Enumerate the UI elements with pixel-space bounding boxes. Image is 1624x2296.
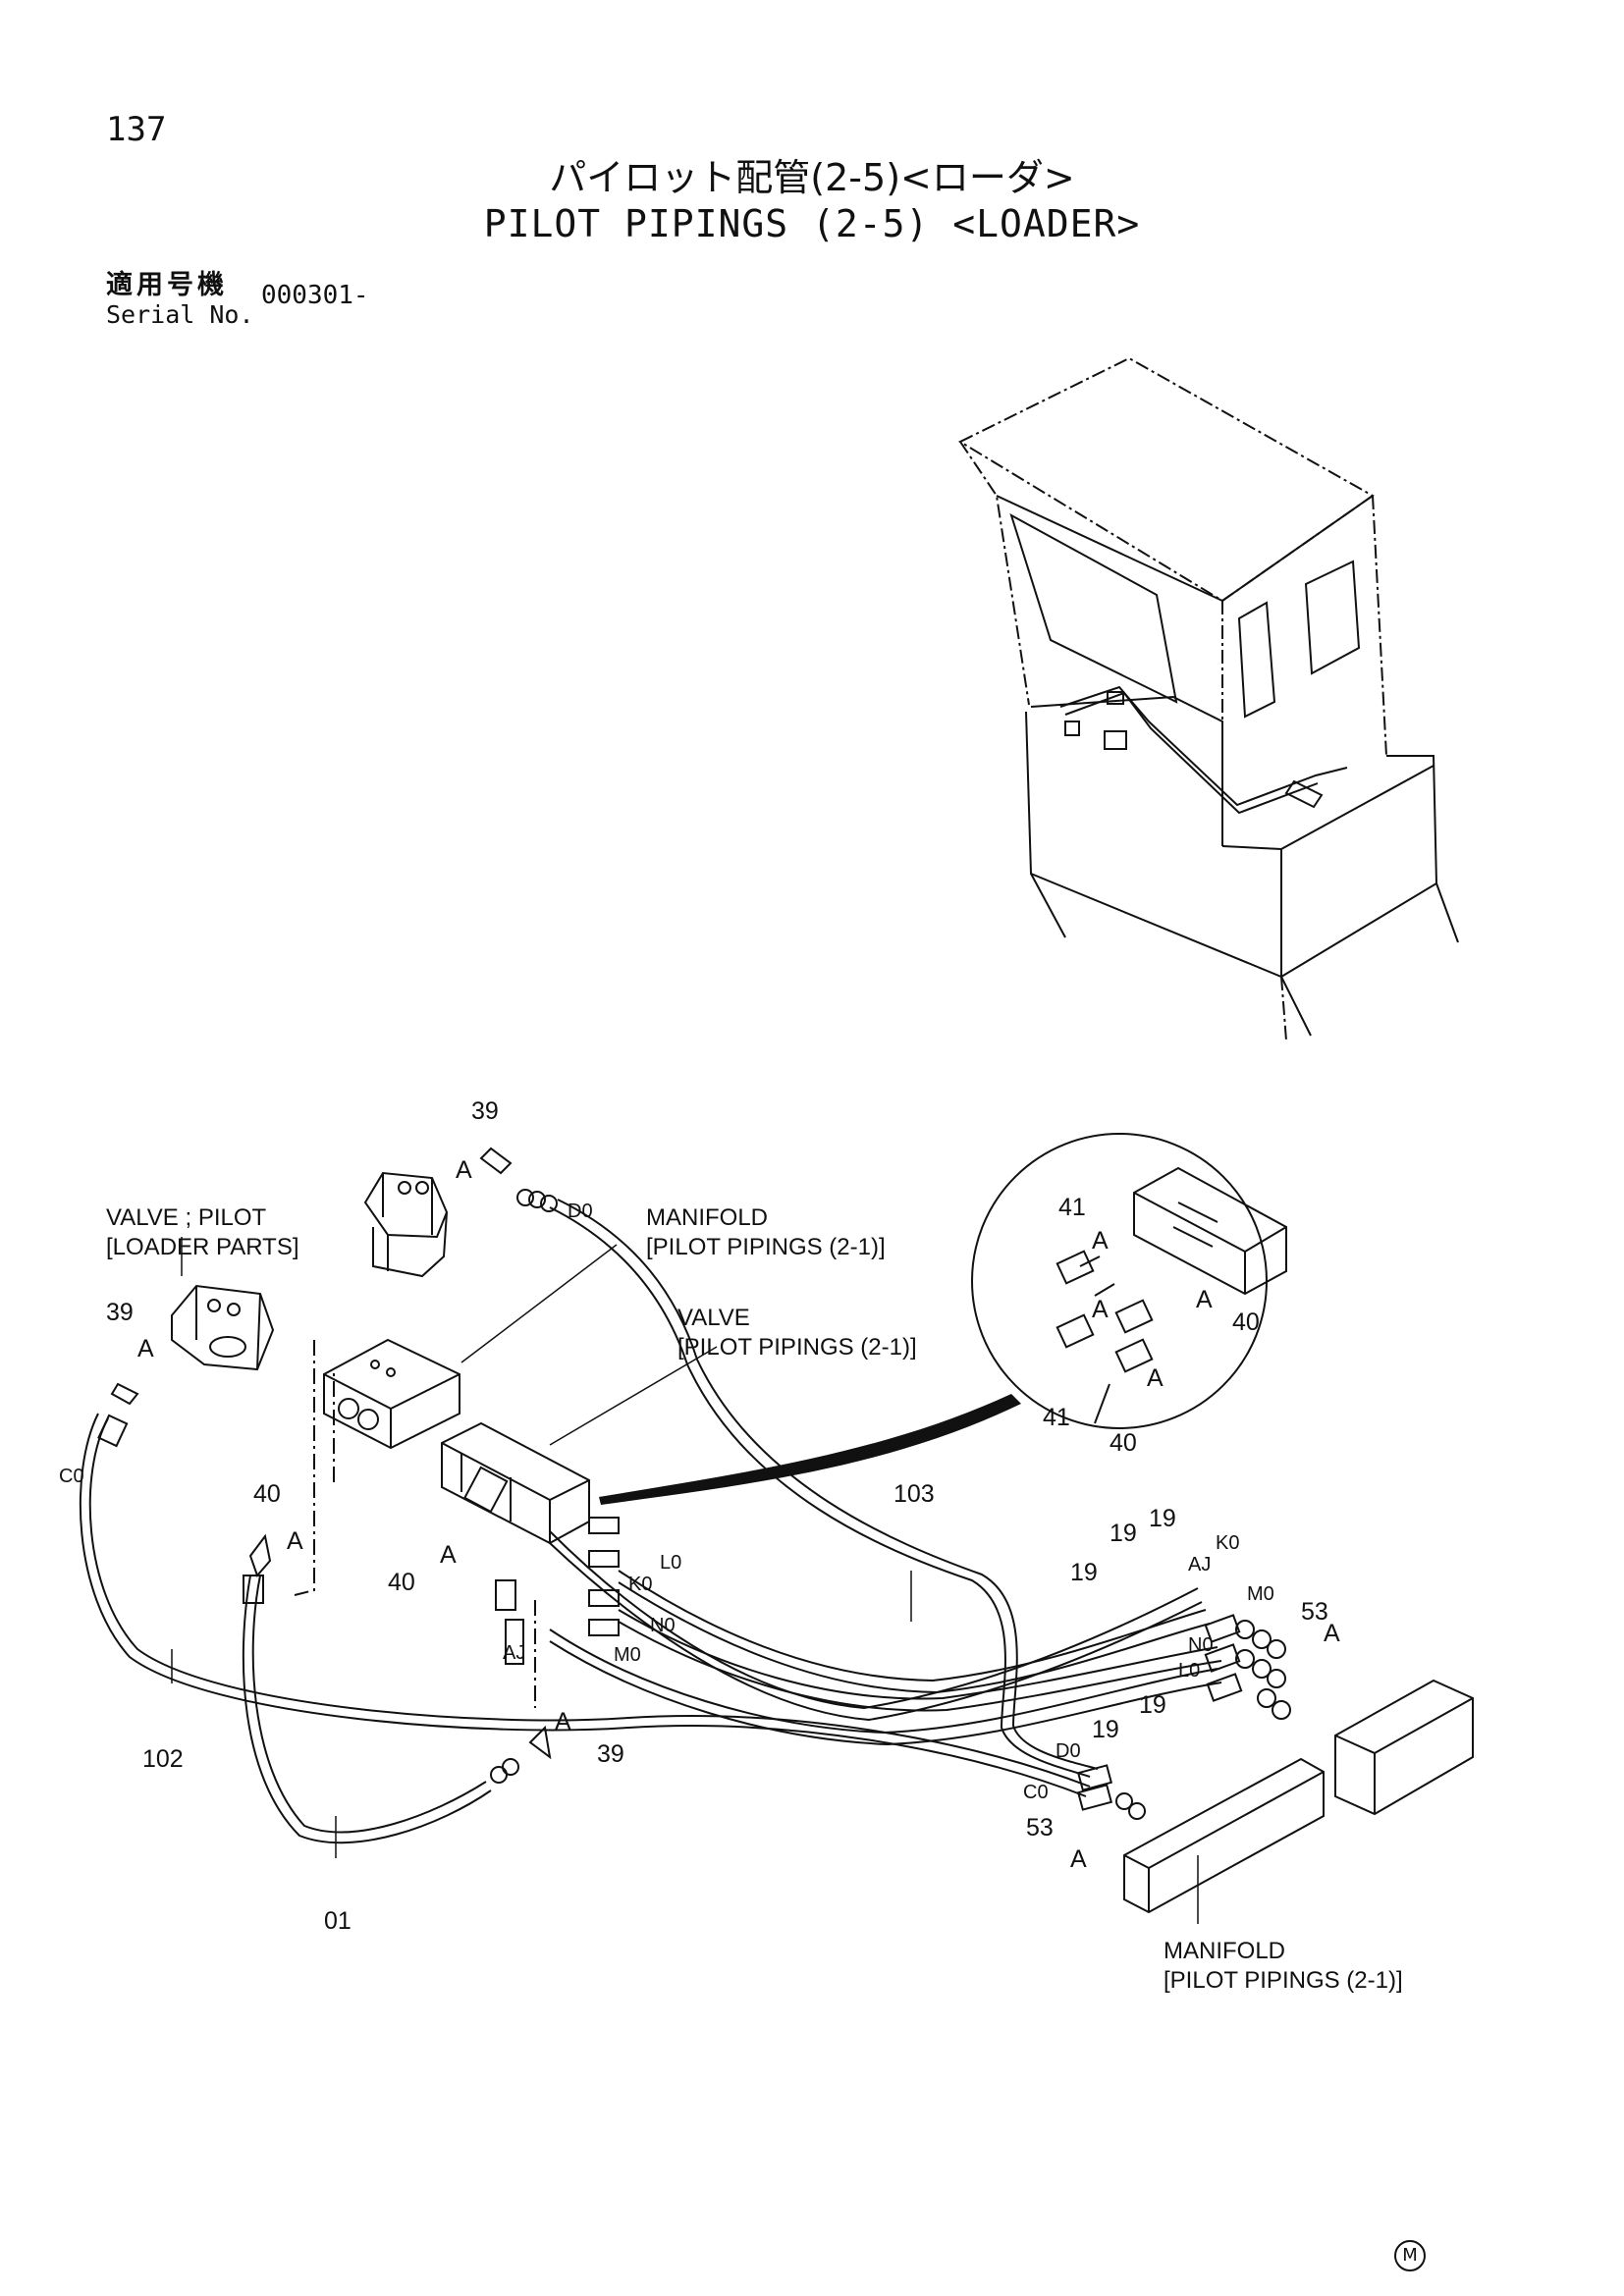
detail-marker-a: A xyxy=(440,1541,457,1569)
part-number: 39 xyxy=(597,1740,624,1768)
pipe-tag: L0 xyxy=(1178,1660,1200,1682)
part-number: 19 xyxy=(1149,1505,1176,1532)
detail-marker-a: A xyxy=(1147,1364,1164,1392)
part-number: 19 xyxy=(1070,1559,1098,1586)
title-english: PILOT PIPINGS (2-5) <LOADER> xyxy=(483,202,1141,245)
callout-manifold-bottom-line1: MANIFOLD xyxy=(1164,1938,1285,1964)
part-number: 102 xyxy=(142,1745,184,1773)
footer-m-mark: M xyxy=(1394,2240,1426,2271)
fittings-right xyxy=(1076,1614,1291,1820)
callout-valve-pilot-line1: VALVE ; PILOT xyxy=(106,1204,267,1231)
callout-manifold-top-line1: MANIFOLD xyxy=(646,1204,768,1231)
detail-marker-a: A xyxy=(137,1335,154,1362)
part-number: 39 xyxy=(471,1097,499,1125)
detail-marker-a: A xyxy=(1324,1620,1340,1647)
pipe-tag: N0 xyxy=(1188,1634,1214,1656)
detail-circle xyxy=(971,1133,1287,1429)
pipe-tag: K0 xyxy=(628,1574,652,1595)
detail-marker-a: A xyxy=(1092,1296,1109,1323)
part-number: 19 xyxy=(1110,1520,1137,1547)
pipe-tag: L0 xyxy=(660,1552,681,1574)
part-number: 40 xyxy=(1110,1429,1137,1457)
detail-marker-a: A xyxy=(1196,1286,1213,1313)
pipe-tag: AJ xyxy=(1188,1554,1211,1575)
serial-value: 000301- xyxy=(261,281,369,310)
manifold-block-upper xyxy=(323,1338,460,1450)
detail-marker-a: A xyxy=(1092,1227,1109,1255)
pipe-tag: D0 xyxy=(1056,1740,1081,1762)
pipe-tag: M0 xyxy=(1247,1583,1274,1605)
hose-bundle-19 xyxy=(549,1530,1222,1746)
pipe-tag: D0 xyxy=(568,1201,593,1222)
part-number: 41 xyxy=(1043,1404,1070,1431)
hose-01 xyxy=(242,1575,492,1844)
callout-manifold-bottom-line2: [PILOT PIPINGS (2-1)] xyxy=(1164,1967,1403,1994)
detail-marker-a: A xyxy=(456,1156,472,1184)
pipe-tag: N0 xyxy=(650,1615,676,1636)
cab-illustration xyxy=(957,356,1459,1041)
detail-marker-a: A xyxy=(287,1527,303,1555)
part-number: 40 xyxy=(1232,1308,1260,1336)
part-number: 41 xyxy=(1058,1194,1086,1221)
pipe-tag: C0 xyxy=(1023,1782,1049,1803)
detail-marker-a: A xyxy=(1070,1845,1087,1873)
part-number: 40 xyxy=(388,1569,415,1596)
pilot-valve-block-middle xyxy=(441,1421,590,1545)
page-number: 137 xyxy=(106,110,167,149)
manifold-block-bottom xyxy=(1123,1757,1325,1914)
hose-C0-102 xyxy=(79,1413,1091,1797)
part-number: 53 xyxy=(1026,1814,1054,1842)
part-number: 19 xyxy=(1139,1691,1166,1719)
hose-D0 xyxy=(549,1199,1099,1778)
part-number: 53 xyxy=(1301,1598,1328,1626)
callout-valve-mid-line2: [PILOT PIPINGS (2-1)] xyxy=(677,1334,917,1361)
pipe-tag: K0 xyxy=(1216,1532,1239,1554)
serial-label-japanese: 適用号機 xyxy=(106,270,228,300)
part-number: 01 xyxy=(324,1907,352,1935)
part-number: 40 xyxy=(253,1480,281,1508)
pipe-tag: M0 xyxy=(614,1644,641,1666)
serial-label-english: Serial No. xyxy=(106,300,254,329)
part-number: 103 xyxy=(893,1480,935,1508)
pilot-valve-lower xyxy=(171,1284,275,1371)
callout-valve-mid-line1: VALVE xyxy=(677,1305,750,1331)
callout-valve-pilot-line2: [LOADER PARTS] xyxy=(106,1234,299,1260)
pipe-tag: AJ xyxy=(503,1642,525,1664)
fittings-upper xyxy=(97,1147,620,1784)
pilot-valve-upper xyxy=(363,1171,449,1278)
title-japanese: パイロット配管(2-5)<ローダ> xyxy=(549,156,1075,199)
manifold-block-right xyxy=(1334,1679,1474,1816)
part-number: 39 xyxy=(106,1299,134,1326)
detail-marker-a: A xyxy=(555,1708,571,1735)
pipe-tag: C0 xyxy=(59,1466,84,1487)
callout-manifold-top-line2: [PILOT PIPINGS (2-1)] xyxy=(646,1234,886,1260)
part-number: 19 xyxy=(1092,1716,1119,1743)
